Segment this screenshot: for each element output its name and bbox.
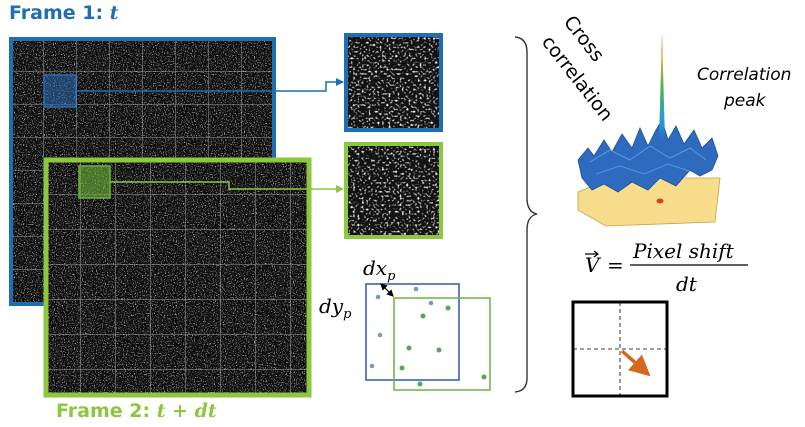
particles-frame1 (369, 286, 434, 369)
velocity-formula: V = Pixel shift dt (585, 239, 748, 296)
particle-displacement (365, 283, 491, 391)
frame2-border (43, 157, 312, 398)
formula-lhs: V (585, 253, 602, 277)
displacement-arrow (380, 283, 394, 297)
formula-numerator: Pixel shift (632, 239, 735, 263)
frame2-label: Frame 2: t + dt (56, 400, 217, 422)
peak-label-line1: Correlation (697, 65, 791, 85)
frame1-time: t (109, 2, 119, 24)
frame1-connector (76, 81, 343, 92)
velocity-vector-box (571, 300, 669, 398)
frame1-label: Frame 1: t (9, 2, 118, 24)
surface-mesh (577, 119, 719, 193)
surface-peak-dot (656, 198, 664, 204)
window-t-dt (393, 297, 491, 391)
frame2-connector (110, 181, 343, 190)
frame2-connector-arrow (336, 185, 344, 193)
velocity-arrow (620, 349, 651, 377)
frame1-prefix: Frame 1: (9, 2, 110, 24)
frame2-prefix: Frame 2: (56, 400, 157, 422)
vector-arrow (585, 250, 599, 258)
frame1-interrogation-window (43, 74, 77, 108)
zoom-window-2 (344, 142, 443, 239)
formula-denominator: dt (676, 272, 698, 296)
frame2-time: t + dt (156, 400, 217, 422)
formula-equals: = (607, 253, 624, 277)
zoom-window-1 (344, 33, 443, 132)
peak-label-line2: peak (723, 91, 767, 111)
dx-label: dxp (363, 256, 396, 284)
frame1-connector-arrow (336, 78, 344, 86)
correlation-surface (577, 32, 721, 227)
curly-brace (514, 36, 538, 393)
dy-label: dyp (319, 294, 352, 322)
window-t (365, 283, 460, 381)
correlation-peak-spike (659, 32, 665, 140)
particles-frame2 (399, 305, 487, 387)
frame2-interrogation-window (78, 165, 111, 199)
frame2-image (43, 157, 312, 398)
